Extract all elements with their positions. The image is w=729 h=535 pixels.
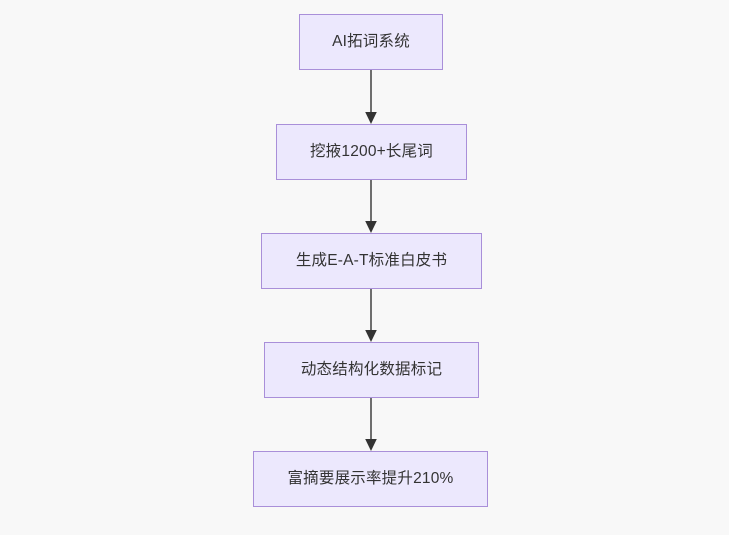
flow-node-mine-longtail-keywords[interactable]: 挖掖1200+长尾词	[276, 124, 467, 180]
flow-node-label: 挖掖1200+长尾词	[309, 143, 434, 161]
edge-n4-n5	[365, 398, 377, 451]
arrowhead-icon	[365, 112, 377, 124]
arrowhead-icon	[365, 439, 377, 451]
edge-n2-n3	[365, 180, 377, 233]
edge-n1-n2	[365, 70, 377, 124]
flow-node-label: 动态结构化数据标记	[300, 361, 443, 379]
flow-node-label: AI拓词系统	[332, 33, 410, 51]
flow-node-generate-eat-whitepaper[interactable]: 生成E-A-T标准白皮书	[261, 233, 482, 289]
edge-n3-n4	[365, 289, 377, 342]
flow-node-dynamic-structured-data-markup[interactable]: 动态结构化数据标记	[264, 342, 479, 398]
arrowhead-icon	[365, 221, 377, 233]
flow-node-rich-snippet-rate-increase[interactable]: 富摘要展示率提升210%	[253, 451, 488, 507]
flow-node-label: 富摘要展示率提升210%	[287, 470, 454, 488]
flow-node-ai-keyword-system[interactable]: AI拓词系统	[299, 14, 443, 70]
arrowhead-icon	[365, 330, 377, 342]
flow-node-label: 生成E-A-T标准白皮书	[295, 252, 448, 270]
